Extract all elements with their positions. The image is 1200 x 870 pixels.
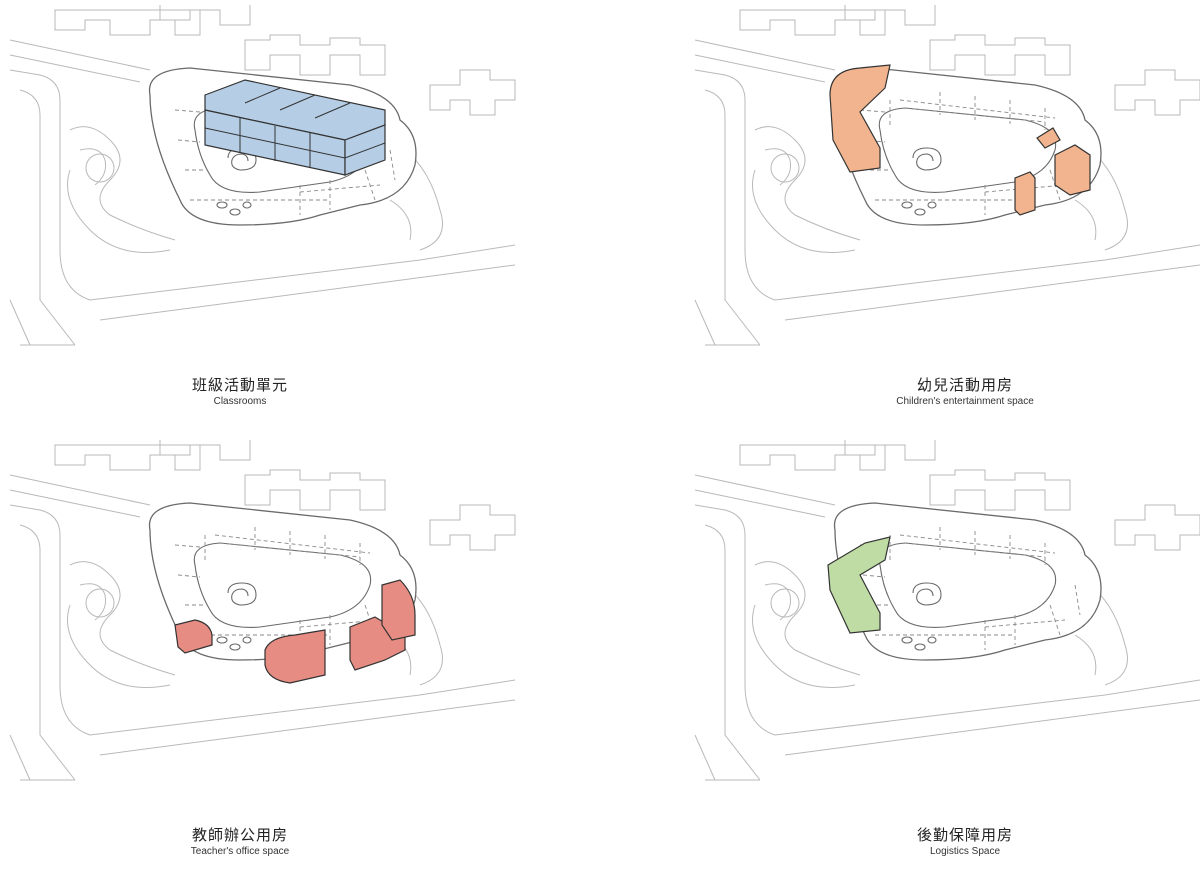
site-axonometric-diagram [694,439,1200,781]
panel-classrooms: 班級活動單元 Classrooms [0,0,600,435]
office-blocks [174,579,416,684]
caption-title-en: Teacher's office space [190,846,290,857]
caption-title-zh: 幼兒活動用房 [916,376,1013,394]
site-axonometric-diagram [9,4,516,346]
site-axonometric-diagram [694,4,1200,346]
logistics-block [827,536,891,634]
panel-teachers-office: 教師辦公用房 Teacher's office space [0,435,600,870]
caption-title-zh: 後勤保障用房 [916,826,1013,844]
caption-title-en: Children's entertainment space [896,396,1034,407]
site-axonometric-diagram [9,439,516,781]
classroom-block [204,79,386,176]
caption-title-zh: 班級活動單元 [191,376,288,394]
caption-title-zh: 教師辦公用房 [191,826,288,844]
panel-logistics: 後勤保障用房 Logistics Space [685,435,1200,870]
caption-title-en: Classrooms [213,396,267,407]
entertainment-blocks [829,64,1091,216]
panel-childrens-entertainment: 幼兒活動用房 Children's entertainment space [685,0,1200,435]
caption-title-en: Logistics Space [929,846,1001,857]
